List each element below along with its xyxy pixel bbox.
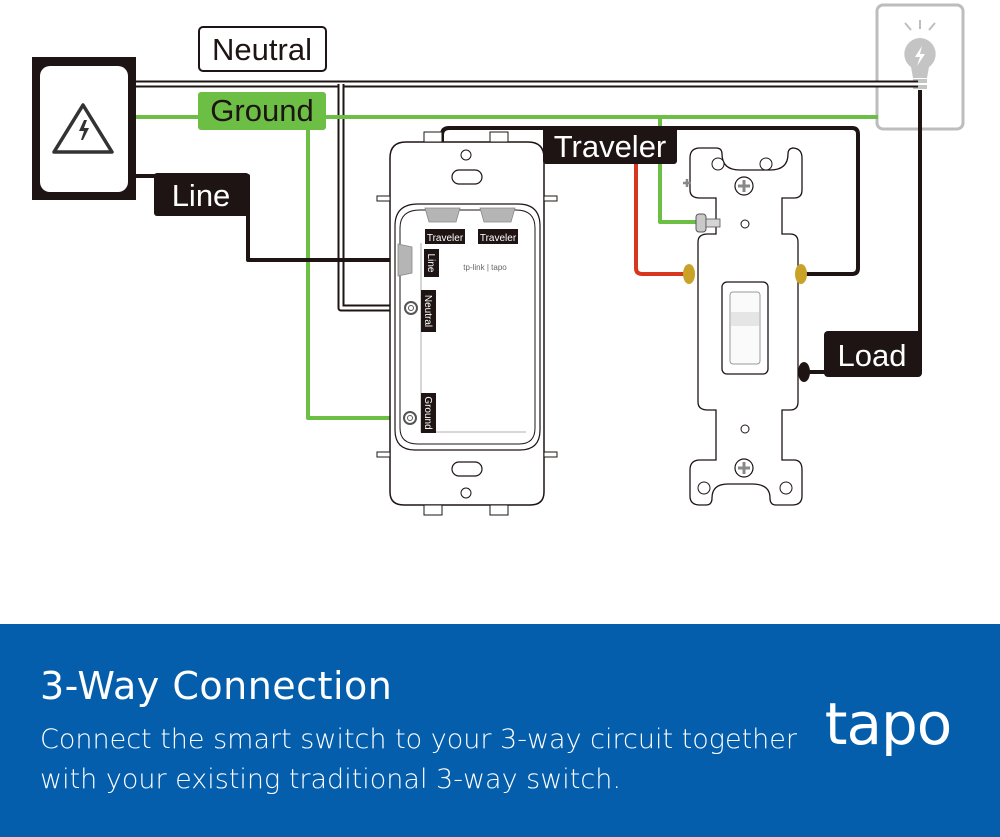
traveler-terminal-1 <box>424 207 461 223</box>
load-wire <box>806 90 922 374</box>
traditional-3way-switch <box>683 147 810 506</box>
banner-description: Connect the smart switch to your 3-way c… <box>40 724 797 795</box>
label-neutral-text: Neutral <box>212 32 312 67</box>
mounting-screw-top <box>734 176 754 196</box>
light-fixture <box>875 3 965 131</box>
light-bulb-icon <box>904 20 936 89</box>
device-brand-text: tp-link | tapo <box>463 263 507 272</box>
label-line: Line <box>154 173 249 216</box>
common-terminal-black <box>798 362 810 382</box>
line-terminal <box>397 243 413 277</box>
terminal-label-line: Line <box>425 254 436 273</box>
smart-switch-device: Traveler Traveler Line Neutral Ground tp… <box>376 131 558 516</box>
label-ground-text: Ground <box>210 93 313 128</box>
toggle-lever <box>721 281 769 375</box>
high-voltage-warning-icon <box>52 103 114 154</box>
mounting-screw-bottom <box>734 458 754 478</box>
neutral-terminal <box>404 301 418 315</box>
label-ground: Ground <box>198 92 326 130</box>
neutral-wire <box>136 80 918 312</box>
terminal-label-ground: Ground <box>422 396 433 429</box>
wiring-diagram: Traveler Traveler Line Neutral Ground tp… <box>32 3 965 516</box>
terminal-label-traveler-2: Traveler <box>480 233 517 244</box>
label-traveler: Traveler <box>543 127 677 164</box>
ground-screw <box>695 213 721 233</box>
traveler-terminal-2 <box>479 207 516 223</box>
brass-terminal-right <box>795 264 807 284</box>
terminal-label-traveler-1: Traveler <box>427 233 464 244</box>
label-load: Load <box>824 331 922 377</box>
info-banner: 3-Way Connection Connect the smart switc… <box>0 624 1000 837</box>
ground-terminal <box>403 411 417 425</box>
label-traveler-text: Traveler <box>554 129 667 164</box>
tapo-logo: tapo <box>825 694 953 758</box>
label-load-text: Load <box>838 338 907 373</box>
banner-title: 3-Way Connection <box>40 664 393 708</box>
label-neutral: Neutral <box>198 26 327 72</box>
terminal-label-neutral: Neutral <box>422 295 433 327</box>
power-source-panel <box>32 57 136 200</box>
label-line-text: Line <box>172 178 231 213</box>
tapo-logo-text: tapo <box>825 694 952 758</box>
brass-terminal-left <box>683 264 695 284</box>
